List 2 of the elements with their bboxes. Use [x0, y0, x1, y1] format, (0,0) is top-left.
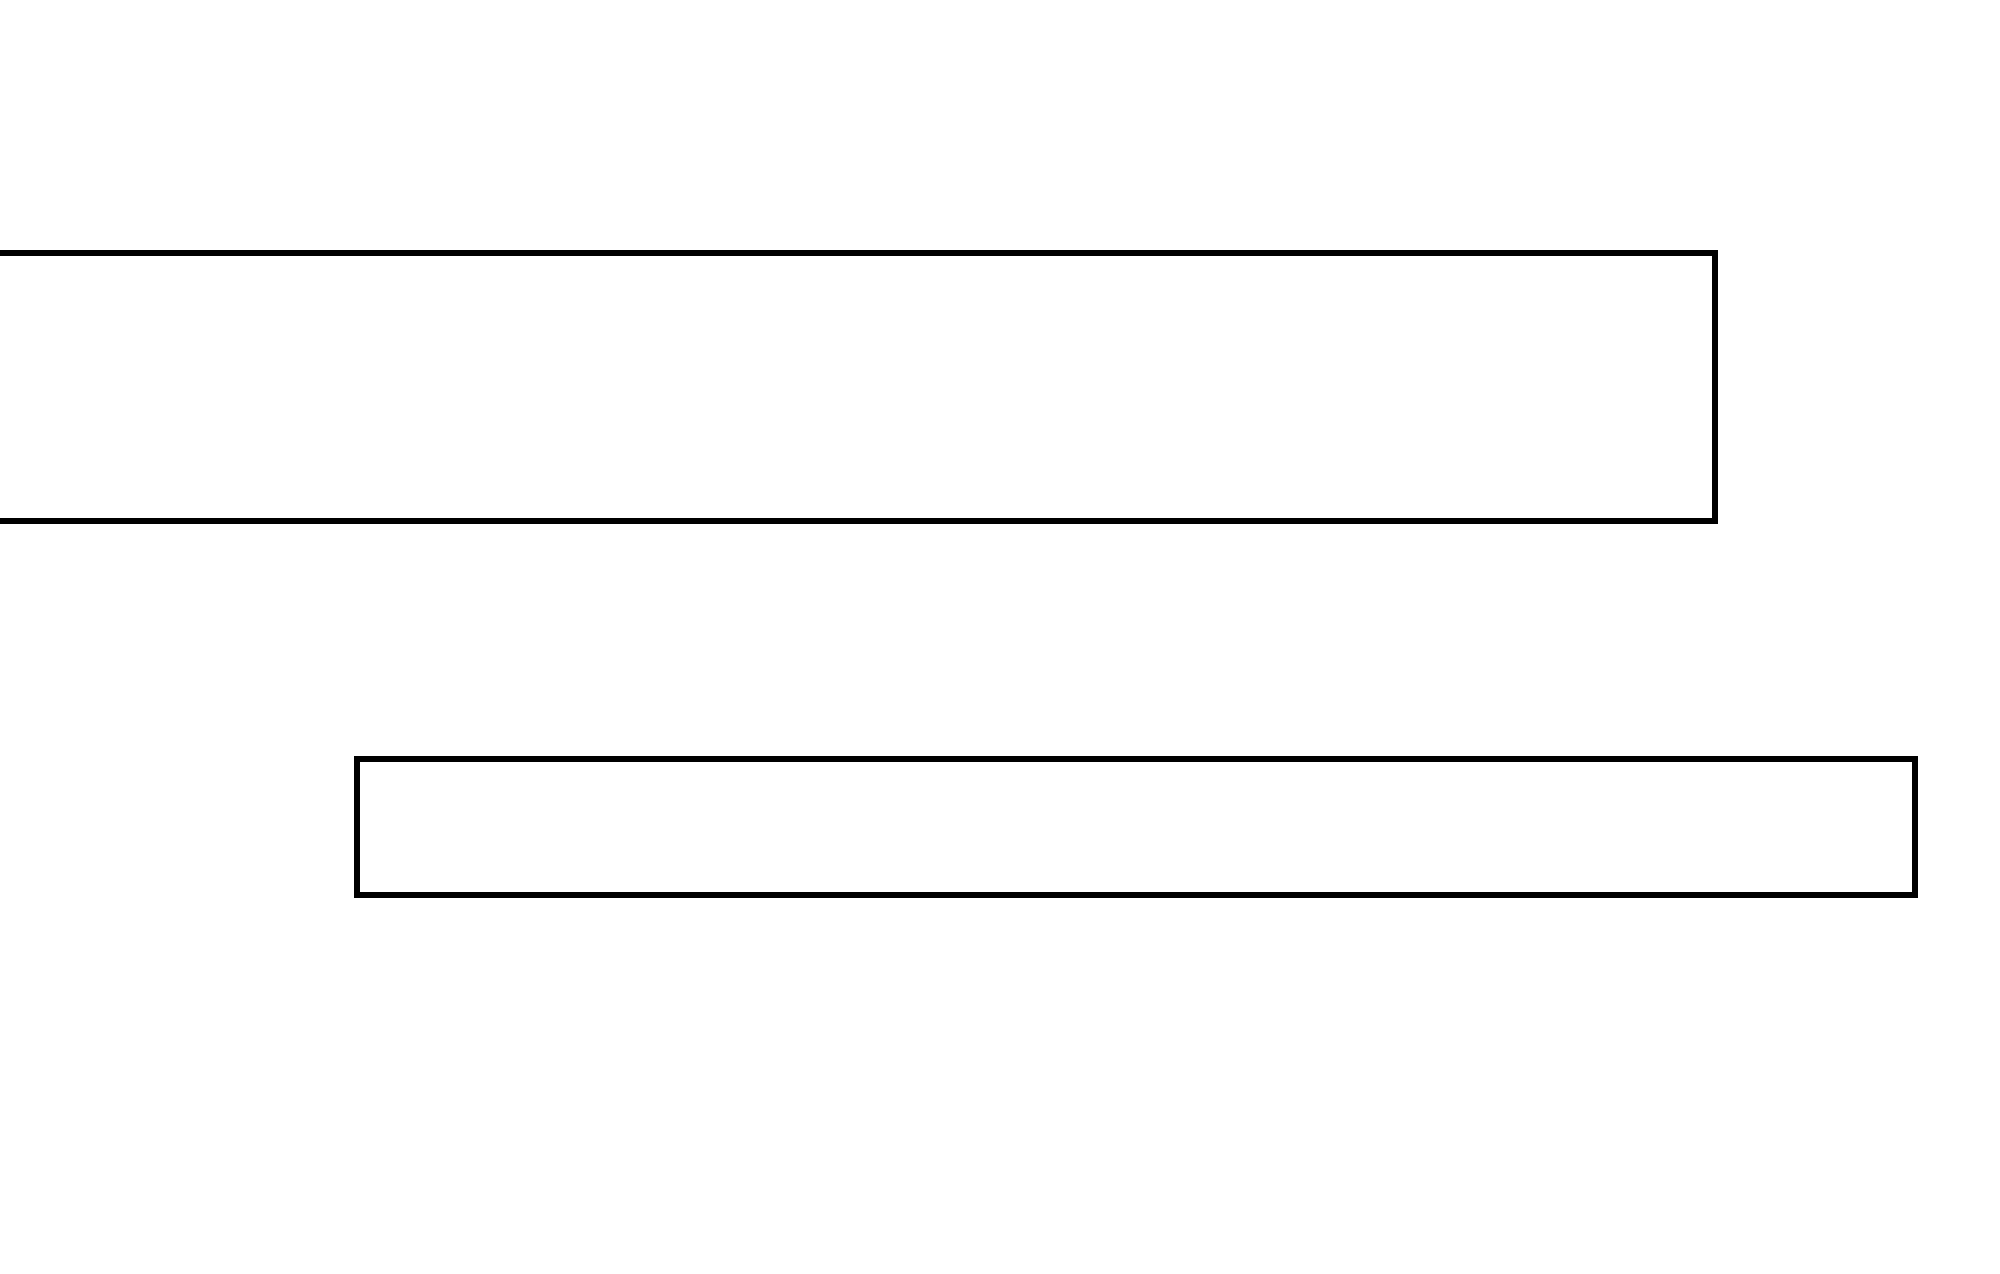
- empty-panel: [0, 250, 1718, 524]
- empty-panel: [354, 756, 1918, 898]
